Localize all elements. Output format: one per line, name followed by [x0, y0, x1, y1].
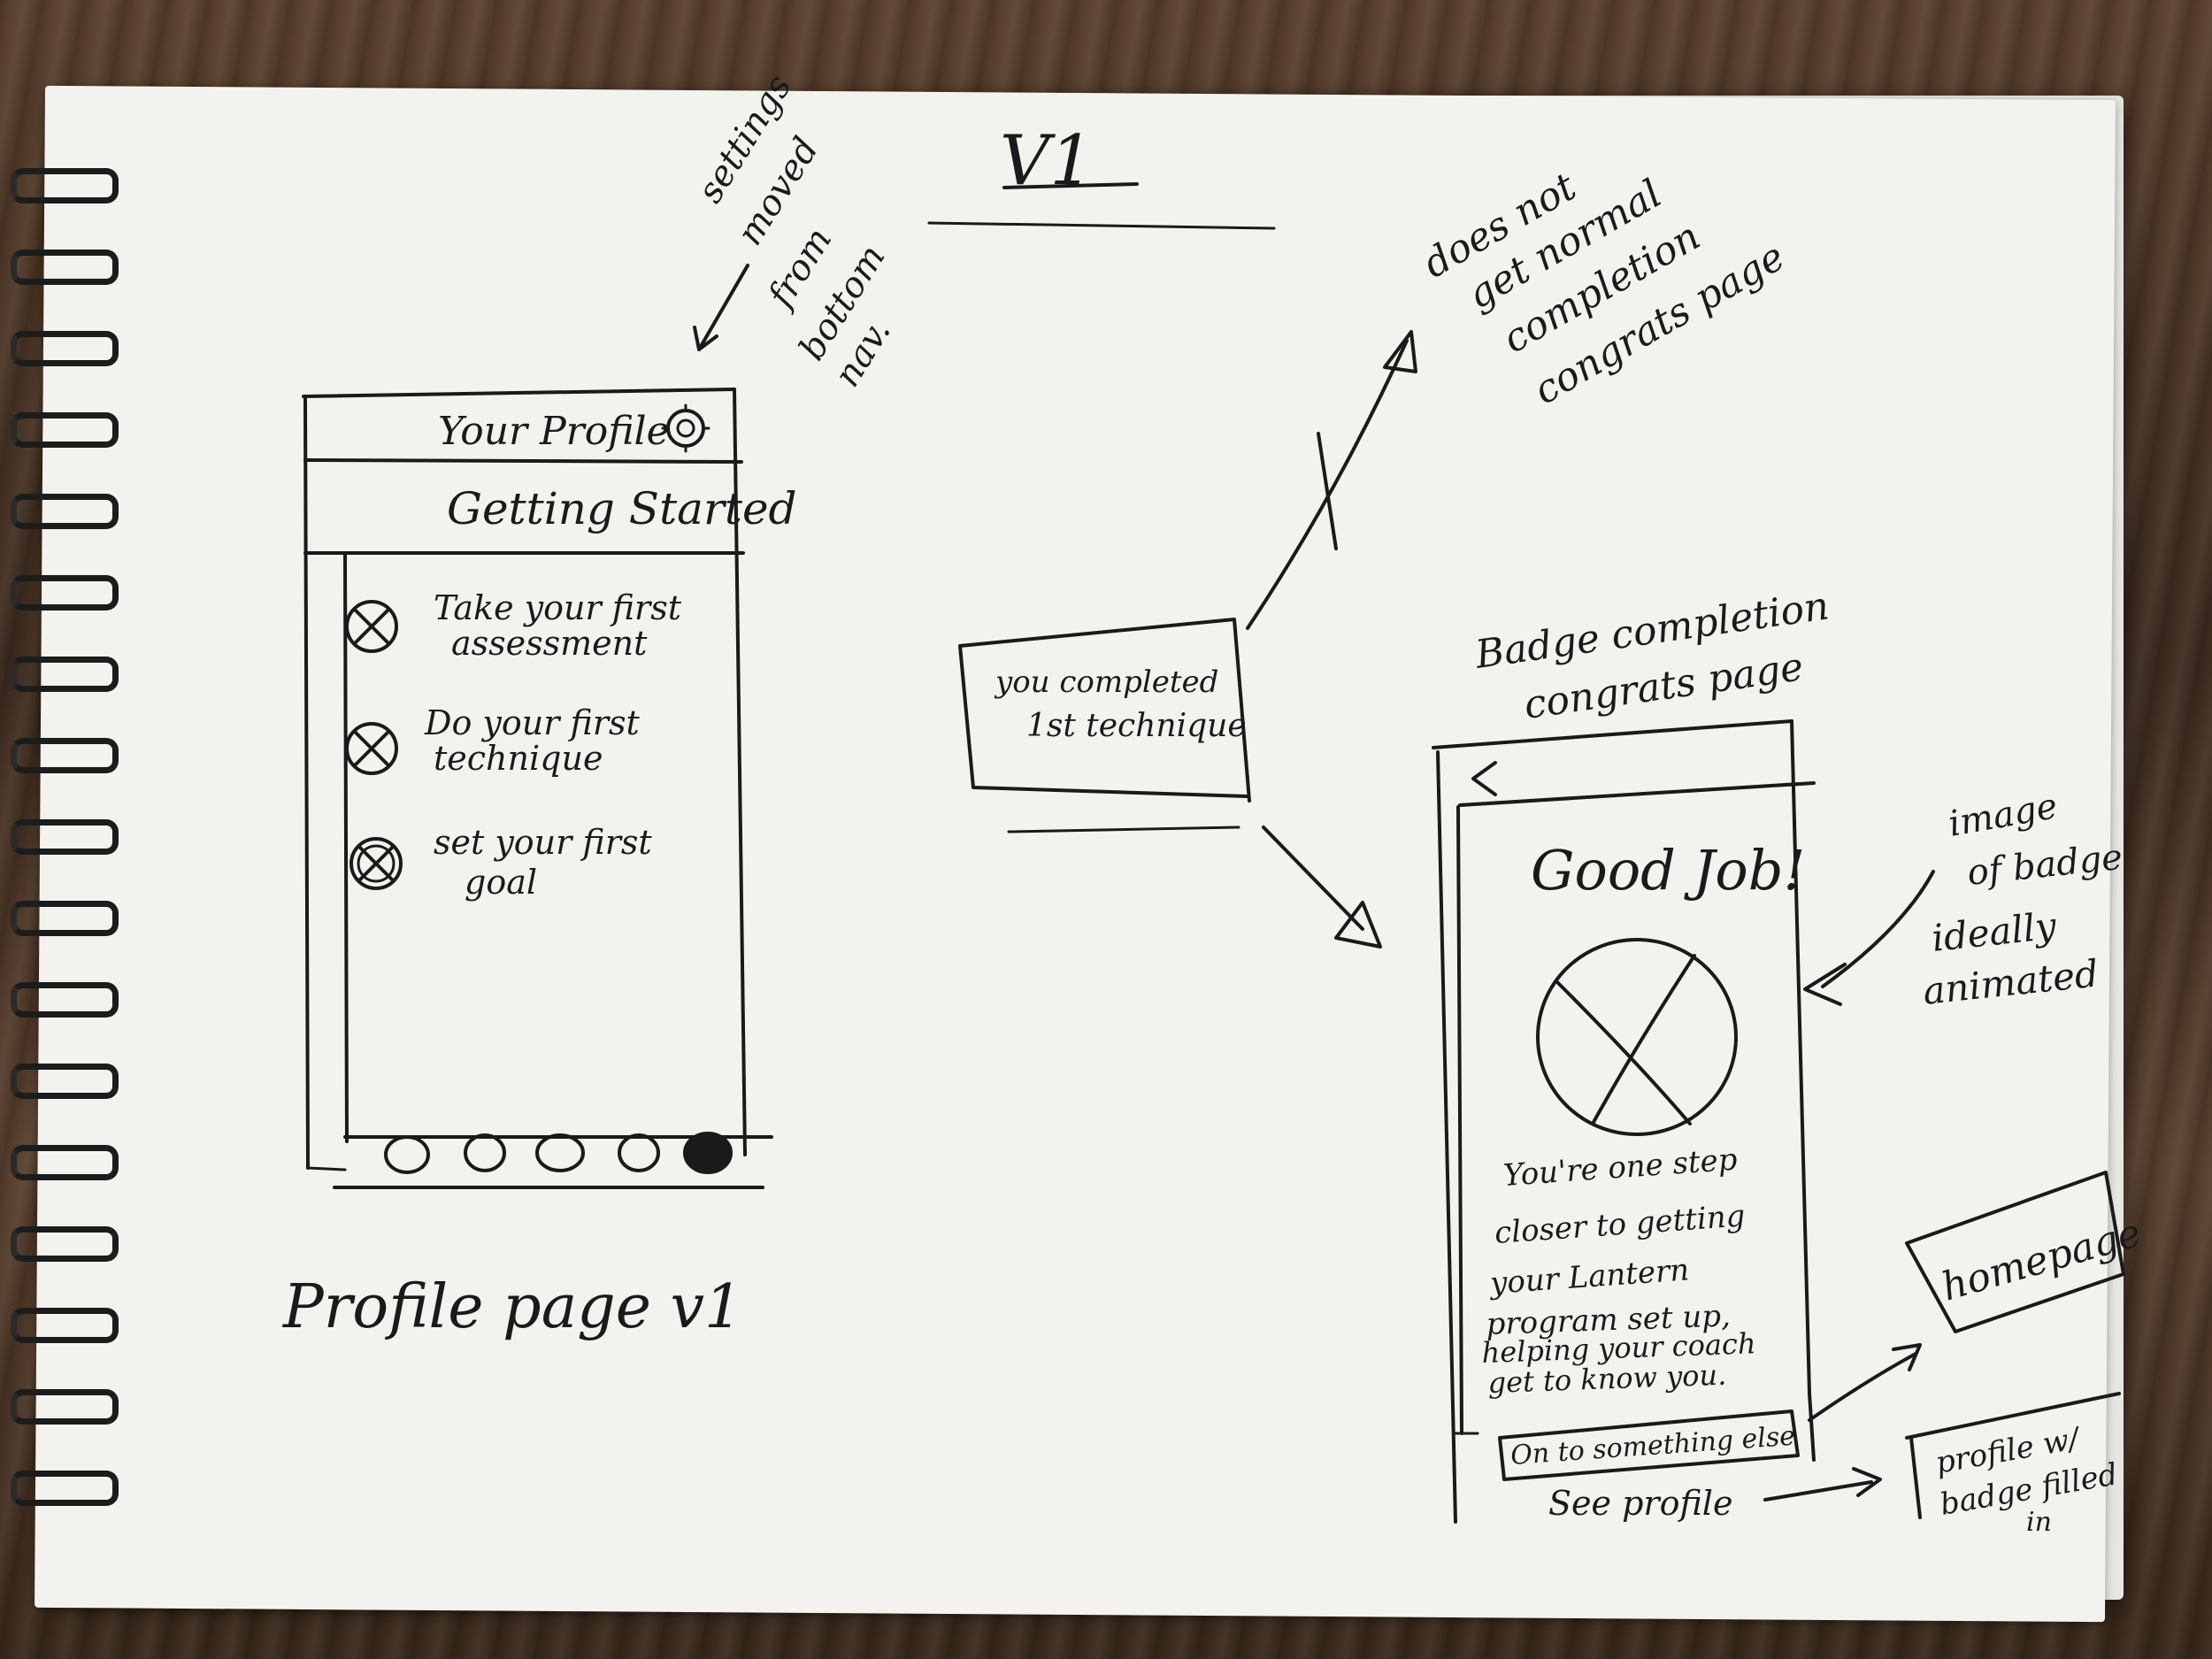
- svg-text:of badge: of badge: [1965, 837, 2124, 894]
- note-image-of-badge: image of badge ideally animated: [1921, 786, 2124, 1013]
- svg-text:get to know you.: get to know you.: [1487, 1358, 1727, 1400]
- checklist-item[interactable]: Do your first technique: [347, 703, 640, 778]
- x-mark-icon: [355, 732, 388, 765]
- gear-icon[interactable]: [663, 405, 709, 451]
- svg-text:you completed: you completed: [994, 664, 1218, 700]
- svg-text:image: image: [1946, 786, 2061, 845]
- cta-button-label: On to something else: [1509, 1421, 1796, 1471]
- svg-text:assessment: assessment: [451, 624, 648, 663]
- svg-text:closer to getting: closer to getting: [1494, 1198, 1747, 1251]
- nav-dot[interactable]: [619, 1135, 658, 1171]
- svg-text:Do your first: Do your first: [424, 703, 640, 742]
- nav-dot[interactable]: [537, 1135, 583, 1171]
- svg-text:in: in: [2026, 1507, 2052, 1538]
- nav-dot[interactable]: [386, 1137, 428, 1172]
- arrow-to-badge-page: [1263, 827, 1363, 929]
- cta-button[interactable]: On to something else: [1500, 1411, 1798, 1479]
- badge-image-placeholder: [1538, 940, 1736, 1134]
- arrow-to-settings: [695, 265, 748, 349]
- see-profile-link[interactable]: See profile: [1548, 1484, 1732, 1523]
- homepage-box: homepage: [1907, 1172, 2146, 1332]
- x-mark-icon: [355, 610, 388, 643]
- svg-text:set your first: set your first: [434, 823, 652, 862]
- bottom-nav: [386, 1133, 731, 1172]
- svg-text:You're one step: You're one step: [1502, 1142, 1739, 1194]
- x-mark-icon: [359, 847, 393, 880]
- note-no-normal-congrats: does not get normal completion congrats …: [1416, 164, 1793, 413]
- back-icon[interactable]: [1473, 763, 1495, 795]
- nav-dot[interactable]: [465, 1135, 504, 1171]
- checklist-item[interactable]: set your first goal: [351, 823, 652, 902]
- profile-caption: Profile page v1: [281, 1272, 742, 1342]
- checklist-item[interactable]: Take your first assessment: [347, 588, 682, 663]
- profile-header-title: Your Profile: [438, 409, 670, 454]
- nav-dot-active[interactable]: [685, 1133, 731, 1172]
- svg-text:goal: goal: [465, 863, 537, 902]
- arrow-to-homepage: [1809, 1354, 1916, 1420]
- svg-text:animated: animated: [1921, 951, 2101, 1013]
- svg-text:Take your first: Take your first: [434, 588, 682, 627]
- svg-text:ideally: ideally: [1930, 903, 2059, 960]
- svg-text:homepage: homepage: [1937, 1210, 2146, 1310]
- completion-toast: you completed 1st technique: [960, 619, 1249, 832]
- note-settings-moved: settings moved from bottom nav.: [689, 67, 899, 394]
- section-title: Getting Started: [447, 483, 797, 534]
- svg-text:technique: technique: [434, 739, 603, 778]
- good-job-heading: Good Job!: [1531, 838, 1805, 902]
- svg-text:your Lantern: your Lantern: [1487, 1252, 1691, 1302]
- badge-message: You're one step closer to getting your L…: [1481, 1142, 1756, 1400]
- svg-text:1st technique: 1st technique: [1026, 708, 1247, 744]
- profile-badge-box: profile w/ badge filled in: [1907, 1394, 2120, 1538]
- arrow-to-profile-badge: [1765, 1482, 1871, 1500]
